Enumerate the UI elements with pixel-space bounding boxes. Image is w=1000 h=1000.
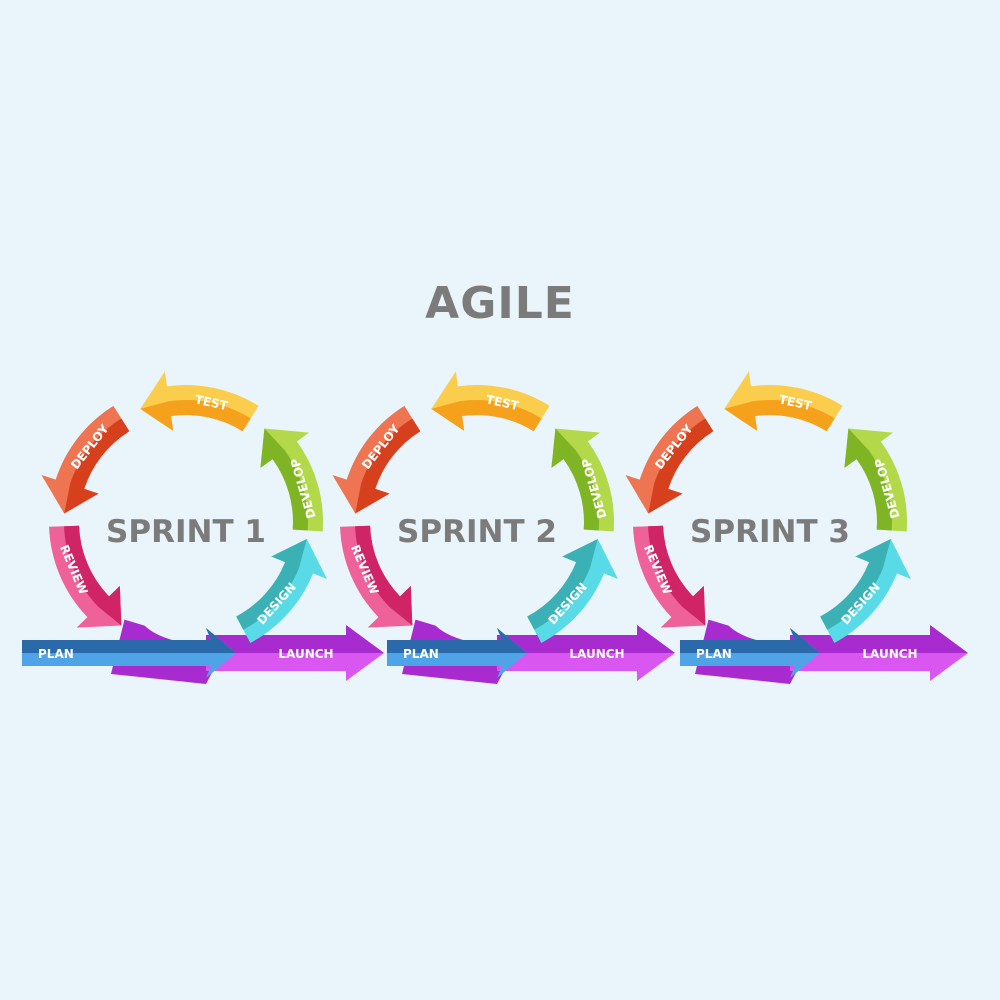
plan-label: PLAN [696,647,732,661]
plan-label: PLAN [38,647,74,661]
develop-arrow [260,428,323,532]
develop-arrow [551,428,614,532]
launch-label: LAUNCH [569,647,624,661]
sprint-label: SPRINT 3 [690,514,850,550]
sprint-label: SPRINT 1 [106,514,266,550]
review-arrow [633,525,706,628]
sprint-cycle-3 [625,371,968,684]
diagram-title: AGILE [425,278,575,329]
sprint-cycle-2 [332,371,675,684]
design-arrow [236,538,327,643]
shapes-layer [22,371,968,684]
test-label: TEST [778,392,814,413]
test-arrow [724,371,843,432]
test-label: TEST [194,392,230,413]
design-arrow [820,538,911,643]
deploy-arrow [332,405,421,514]
design-arrow [527,538,618,643]
plan-arrow [22,628,236,678]
plan-arrow [387,628,527,678]
sprint-label: SPRINT 2 [397,514,557,550]
deploy-arrow [625,405,714,514]
launch-label: LAUNCH [278,647,333,661]
test-label: TEST [485,392,521,413]
review-arrow [49,525,122,628]
review-arrow [340,525,413,628]
plan-label: PLAN [403,647,439,661]
test-arrow [140,371,259,432]
launch-label: LAUNCH [862,647,917,661]
test-arrow [431,371,550,432]
plan-arrow [680,628,820,678]
deploy-arrow [41,405,130,514]
labels-layer: LAUNCHPLANDESIGNDEVELOPTESTDEPLOYREVIEWS… [38,392,918,661]
sprint-cycle-1 [22,371,384,684]
develop-arrow [844,428,907,532]
